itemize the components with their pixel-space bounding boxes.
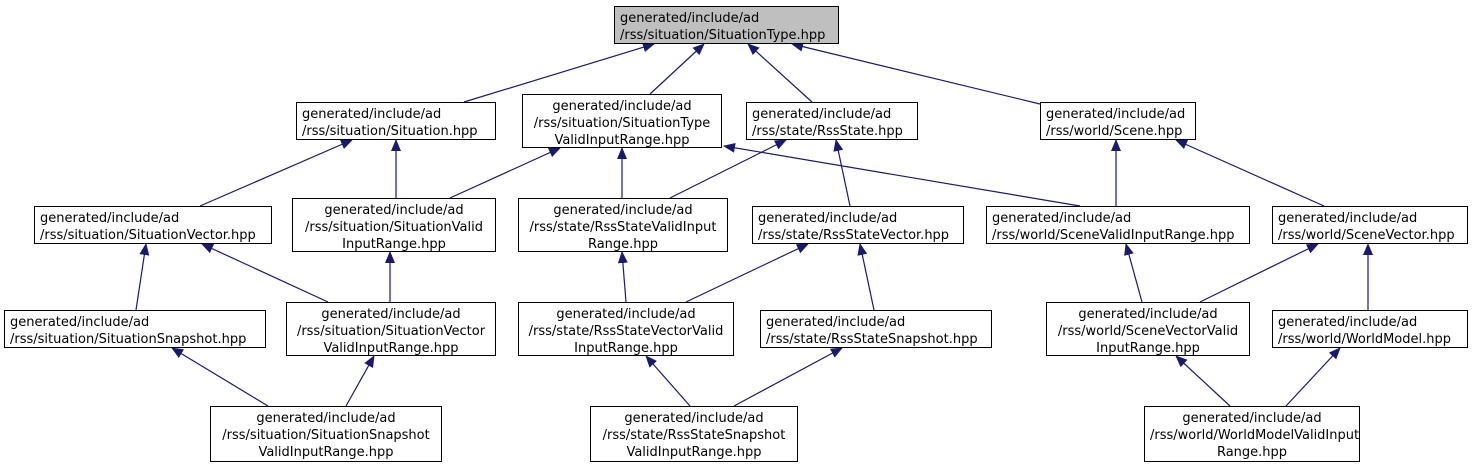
node-situation[interactable]: generated/include/ad /rss/situation/Situ…: [296, 102, 496, 140]
node-situation-snapshot[interactable]: generated/include/ad /rss/situation/Situ…: [4, 310, 266, 348]
edge-scene-valid-to-situation-type-valid: [723, 142, 1081, 207]
edge-rss-state-snapshot-to-rss-state-vector: [857, 243, 875, 311]
edge-rss-state-snapshot-valid-to-rss-state-vector-valid: [645, 355, 691, 407]
node-world-model-valid-input-range[interactable]: generated/include/ad /rss/world/WorldMod…: [1144, 406, 1360, 462]
edge-situation-to-situation-type: [463, 42, 655, 103]
node-scene[interactable]: generated/include/ad /rss/world/Scene.hp…: [1040, 102, 1196, 140]
edge-situation-type-valid-to-situation-type: [649, 43, 705, 95]
node-rss-state-snapshot[interactable]: generated/include/ad /rss/state/RssState…: [760, 310, 992, 348]
edge-situation-vector-to-situation: [199, 139, 353, 207]
edge-situation-vector-valid-to-situation-vector: [201, 243, 329, 303]
edge-rss-state-vector-valid-to-rss-state-valid: [617, 251, 628, 303]
edge-world-model-valid-to-world-model: [1285, 347, 1341, 407]
node-rss-state-snapshot-valid-input-range[interactable]: generated/include/ad /rss/state/RssState…: [590, 406, 798, 462]
edge-situation-snapshot-to-situation-vector: [135, 243, 150, 311]
node-situation-vector-valid-input-range[interactable]: generated/include/ad /rss/situation/Situ…: [286, 302, 496, 356]
edge-rss-state-valid-to-rss-state: [669, 139, 787, 199]
node-world-model[interactable]: generated/include/ad /rss/world/WorldMod…: [1272, 310, 1468, 348]
node-scene-vector[interactable]: generated/include/ad /rss/world/SceneVec…: [1272, 206, 1468, 244]
edge-rss-state-snapshot-valid-to-rss-state-snapshot: [733, 347, 843, 407]
node-rss-state-valid-input-range[interactable]: generated/include/ad /rss/state/RssState…: [518, 198, 728, 252]
edge-situation-snapshot-valid-to-situation-vector-valid: [345, 355, 375, 407]
node-situation-type[interactable]: generated/include/ad /rss/situation/Situ…: [614, 6, 839, 44]
node-situation-vector[interactable]: generated/include/ad /rss/situation/Situ…: [34, 206, 272, 244]
edge-scene-vector-valid-to-scene-vector: [1199, 243, 1319, 303]
edge-scene-to-situation-type: [791, 41, 1041, 105]
edge-rss-state-vector-valid-to-rss-state-vector: [685, 243, 809, 303]
node-scene-valid-input-range[interactable]: generated/include/ad /rss/world/SceneVal…: [986, 206, 1250, 244]
node-rss-state[interactable]: generated/include/ad /rss/state/RssState…: [746, 102, 918, 140]
edge-rss-state-vector-to-rss-state: [833, 139, 851, 207]
edge-situation-snapshot-valid-to-situation-snapshot: [171, 347, 269, 407]
edge-rss-state-to-situation-type: [747, 43, 813, 103]
node-situation-valid-input-range[interactable]: generated/include/ad /rss/situation/Situ…: [292, 198, 496, 252]
node-scene-vector-valid-input-range[interactable]: generated/include/ad /rss/world/SceneVec…: [1046, 302, 1250, 356]
node-situation-type-valid-input-range[interactable]: generated/include/ad /rss/situation/Situ…: [522, 94, 722, 148]
edge-situation-valid-to-situation-type-valid: [449, 147, 561, 199]
edge-world-model-valid-to-scene-vector-valid: [1175, 355, 1231, 407]
node-situation-snapshot-valid-input-range[interactable]: generated/include/ad /rss/situation/Situ…: [210, 406, 442, 462]
edge-scene-vector-valid-to-scene-valid-range: [1124, 243, 1143, 303]
node-rss-state-vector-valid-input-range[interactable]: generated/include/ad /rss/state/RssState…: [518, 302, 734, 356]
edge-scene-vector-to-scene: [1175, 139, 1325, 207]
node-rss-state-vector[interactable]: generated/include/ad /rss/state/RssState…: [752, 206, 964, 244]
